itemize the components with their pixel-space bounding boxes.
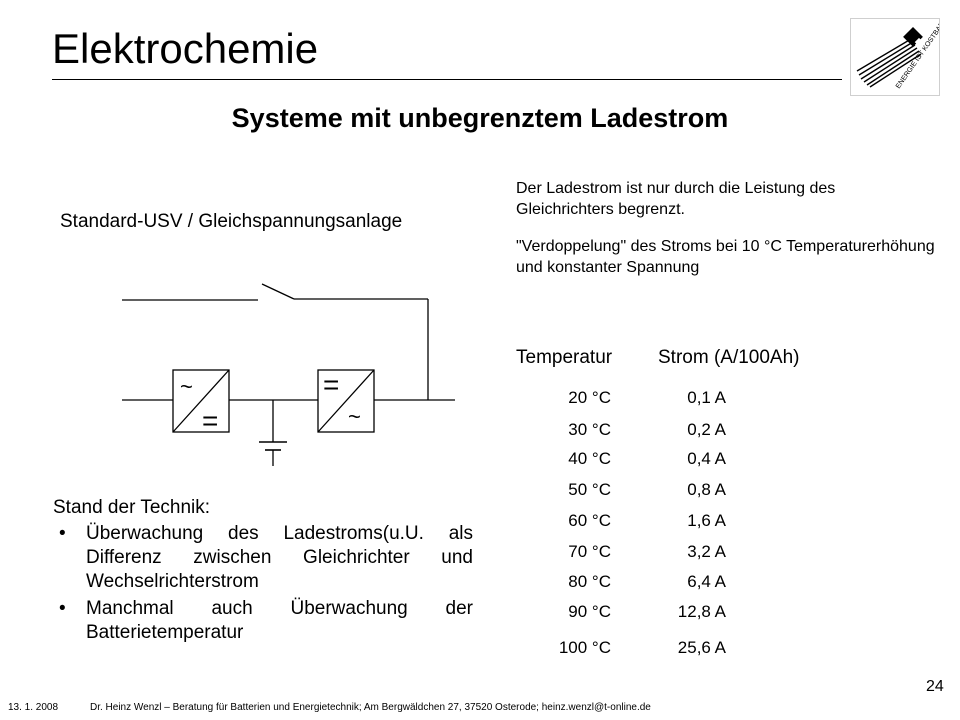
inverter-diagonal — [317, 369, 375, 433]
title-divider — [52, 79, 842, 80]
table-row: 100 °C 25,6 A — [0, 638, 960, 662]
table-row: 20 °C 0,1 A — [0, 388, 960, 412]
table-row: 50 °C 0,8 A — [0, 480, 960, 504]
footer-date: 13. 1. 2008 — [8, 702, 59, 713]
slide-subtitle: Systeme mit unbegrenztem Ladestrom — [231, 103, 729, 133]
table-row: 40 °C 0,4 A — [0, 449, 960, 473]
table-row: 90 °C 12,8 A — [0, 602, 960, 626]
table-cell-current: 6,4 A — [687, 572, 726, 591]
usv-circuit-diagram: ~ = = ~ — [122, 283, 455, 466]
table-cell-temperature: 20 °C — [568, 388, 611, 407]
rectifier-box — [172, 369, 230, 433]
table-cell-temperature: 70 °C — [568, 542, 611, 561]
table-cell-temperature: 30 °C — [568, 420, 611, 439]
table-cell-current: 3,2 A — [687, 542, 726, 561]
table-cell-current: 0,8 A — [687, 480, 726, 499]
intro-paragraph-1: Der Ladestrom ist nur durch die Leistung… — [516, 180, 836, 218]
rectifier-diagonal — [172, 369, 230, 433]
bypass-switch — [261, 283, 295, 300]
table-cell-temperature: 80 °C — [568, 572, 611, 591]
intro-paragraph-2: "Verdoppelung" des Stroms bei 10 °C Temp… — [516, 238, 935, 276]
table-row: 70 °C 3,2 A — [0, 542, 960, 566]
rectifier-ac-symbol: ~ — [180, 374, 193, 399]
rectifier-dc-symbol: = — [202, 405, 218, 436]
bullet: • — [59, 523, 66, 544]
tech-heading: Stand der Technik: — [53, 497, 211, 518]
energie-ist-kostbar-logo: ENERGIE IST KOSTBAR — [850, 18, 946, 96]
bullet: • — [59, 598, 66, 619]
list-item-text: Überwachung des Ladestroms(u.U. als Diff… — [86, 523, 473, 592]
table-cell-temperature: 40 °C — [568, 449, 611, 468]
list-item: • Manchmal auch Überwachung der Batterie… — [53, 597, 473, 645]
inverter-ac-symbol: ~ — [348, 404, 361, 429]
table-header-current: Strom (A/100Ah) — [658, 347, 800, 368]
tech-list: • Überwachung des Ladestroms(u.U. als Di… — [53, 522, 473, 648]
table-row: 60 °C 1,6 A — [0, 511, 960, 535]
table-header-temperature: Temperatur — [516, 347, 613, 368]
inverter-dc-symbol: = — [323, 369, 339, 400]
table-row: 80 °C 6,4 A — [0, 572, 960, 596]
diagram-label: Standard-USV / Gleichspannungsanlage — [60, 211, 403, 232]
table-cell-current: 1,6 A — [687, 511, 726, 530]
table-cell-current: 12,8 A — [677, 602, 726, 621]
page-number: 24 — [926, 678, 944, 695]
table-cell-temperature: 50 °C — [568, 480, 611, 499]
page-title: Elektrochemie — [52, 25, 319, 72]
list-item: • Überwachung des Ladestroms(u.U. als Di… — [53, 522, 473, 594]
table-row: 30 °C 0,2 A — [0, 420, 960, 444]
table-cell-temperature: 100 °C — [558, 638, 611, 657]
table-cell-current: 0,1 A — [687, 388, 726, 407]
table-cell-temperature: 60 °C — [568, 511, 611, 530]
inverter-box — [317, 369, 375, 433]
footer-address: Dr. Heinz Wenzl – Beratung für Batterien… — [90, 702, 651, 713]
table-cell-current: 0,4 A — [687, 449, 726, 468]
logo-graphic: ENERGIE IST KOSTBAR — [856, 21, 946, 90]
list-item-text: Manchmal auch Überwachung der Batteriete… — [86, 598, 473, 643]
table-cell-current: 25,6 A — [677, 638, 726, 657]
table-cell-current: 0,2 A — [687, 420, 726, 439]
table-cell-temperature: 90 °C — [568, 602, 611, 621]
